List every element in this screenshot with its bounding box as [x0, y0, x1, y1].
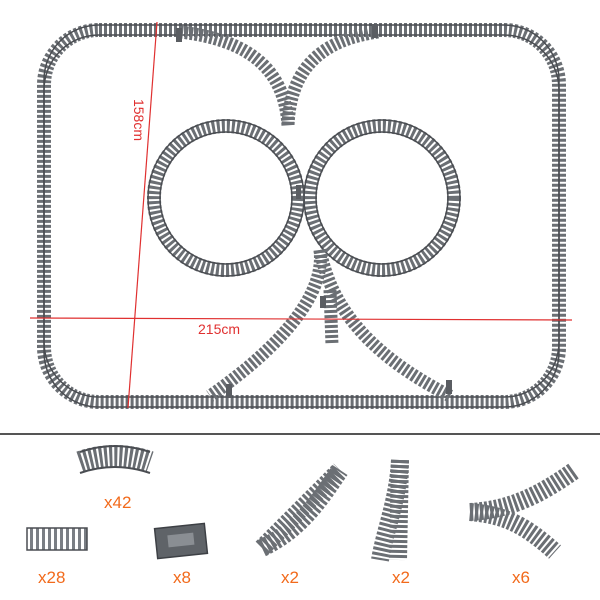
- straight-track-piece: [26, 527, 88, 551]
- crossing-switch-piece: [469, 462, 581, 559]
- lower-junction-track: [206, 248, 453, 402]
- section-divider: [0, 433, 600, 435]
- left-switch-piece: [255, 463, 348, 557]
- right-circle-track: [303, 119, 461, 277]
- flexible-track-piece: [153, 522, 209, 560]
- straight-track-quantity: x28: [38, 568, 66, 587]
- curved-track-quantity: x42: [104, 493, 132, 512]
- crossing-switch-quantity: x6: [512, 568, 530, 587]
- switch-markers: [176, 24, 452, 398]
- upper-junction-track: [179, 25, 379, 127]
- width-dimension-label: 215cm: [198, 321, 241, 337]
- left-circle-track: [147, 119, 305, 277]
- height-dimension-label: 158cm: [131, 98, 148, 142]
- outer-loop-track: [37, 23, 566, 409]
- flexible-track-quantity: x8: [173, 568, 191, 587]
- left-switch-quantity: x2: [281, 568, 299, 587]
- curved-track-piece: [76, 445, 154, 474]
- right-switch-quantity: x2: [392, 568, 410, 587]
- right-switch-piece: [371, 459, 409, 562]
- dimension-lines: [29, 21, 573, 409]
